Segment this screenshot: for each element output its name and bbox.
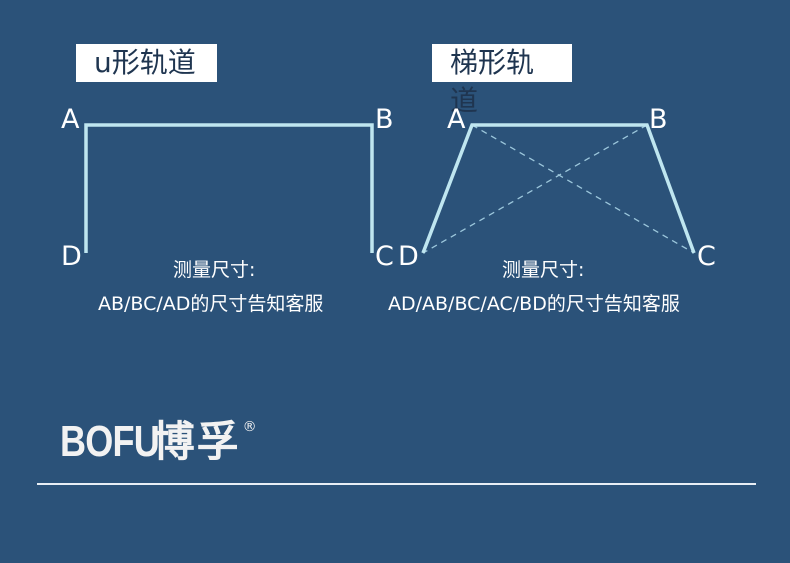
t-point-c-label: C — [697, 241, 716, 272]
u-point-b-label: B — [375, 104, 394, 135]
logo-chinese-name: 博孚 — [152, 417, 241, 466]
u-track-line — [84, 123, 374, 253]
trapezoid-track-line — [421, 123, 696, 254]
u-measure-heading: 测量尺寸: — [173, 259, 256, 281]
t-point-a-label: A — [447, 104, 466, 135]
diagonal-bd — [422, 124, 648, 254]
t-point-b-label: B — [649, 104, 668, 135]
trapezoid-track-title: 梯形轨道 — [432, 44, 572, 117]
u-measure-instructions: AB/BC/AD的尺寸告知客服 — [98, 293, 324, 315]
t-point-d-label: D — [398, 241, 419, 272]
brand-logo: BOFU 博孚 ® — [60, 417, 257, 473]
footer-divider — [37, 483, 756, 485]
diagonal-ac — [471, 124, 695, 254]
u-point-d-label: D — [61, 241, 82, 272]
registered-mark: ® — [242, 419, 257, 435]
u-track-title: u形轨道 — [76, 44, 217, 82]
u-point-c-label: C — [375, 241, 394, 272]
u-point-a-label: A — [61, 104, 80, 135]
logo-wordmark: BOFU — [60, 417, 160, 466]
t-measure-instructions: AD/AB/BC/AC/BD的尺寸告知客服 — [388, 293, 680, 315]
t-measure-heading: 测量尺寸: — [502, 259, 585, 281]
